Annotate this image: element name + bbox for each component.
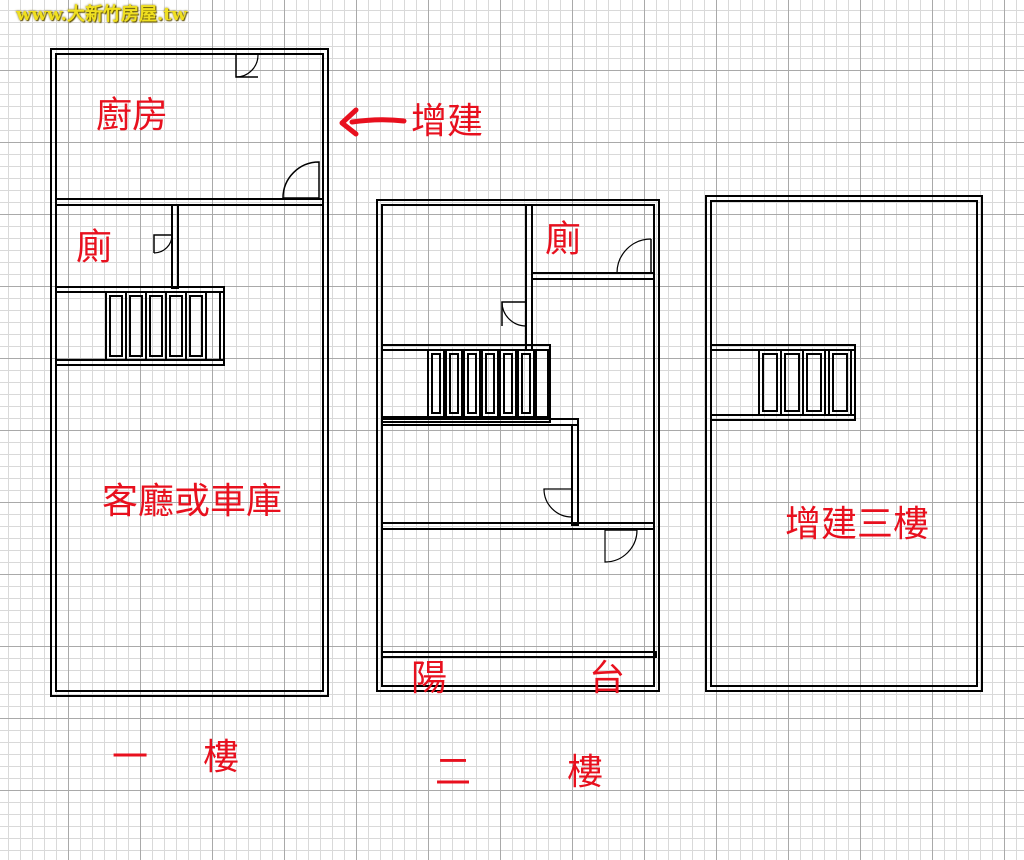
- floor-1-caption-part-b: 樓: [203, 737, 240, 778]
- floor-2-stair-box: [381, 344, 551, 423]
- floor-2-caption-part-b: 樓: [567, 752, 604, 793]
- floor-2-caption-part-a: 二: [435, 752, 472, 793]
- door-swing-icon: [153, 234, 173, 254]
- staircase-icon: [105, 291, 221, 361]
- floor-1-kitchen-partition: [55, 198, 324, 206]
- floor-2-toilet-label: 廁: [545, 219, 582, 260]
- floor-2-front-room-wall: [381, 522, 655, 530]
- door-swing-icon: [282, 161, 320, 199]
- arrow-left-icon: [339, 107, 407, 137]
- floor-2-middle-room-side-wall: [571, 424, 579, 526]
- kitchen-label: 廚房: [96, 95, 169, 136]
- floor-2-balcony-wall: [381, 651, 657, 658]
- floor-3-annex-label: 增建三樓: [785, 504, 930, 545]
- balcony-label-part-b: 台: [589, 658, 626, 699]
- floor-1-inner-wall: [55, 53, 324, 692]
- floor-3-inner-wall: [710, 200, 978, 687]
- balcony-label-part-a: 陽: [411, 658, 448, 699]
- floor-2-toilet-wall: [531, 272, 655, 280]
- door-swing-icon: [616, 238, 652, 274]
- floor-1-toilet-label: 廁: [76, 227, 113, 268]
- floor-1-plan: [50, 48, 329, 697]
- floor-2-middle-room-top-wall: [381, 418, 579, 426]
- floor-2-inner-wall: [381, 204, 655, 687]
- floor-2-plan: [376, 199, 660, 692]
- floor-3-plan: [705, 195, 983, 692]
- staircase-icon: [758, 349, 852, 416]
- annex-label: 增建: [411, 101, 484, 142]
- floor-1-stair-box: [55, 286, 225, 366]
- watermark: www.大新竹房屋.tw: [16, 4, 188, 25]
- floor-3-stair-box: [710, 344, 856, 421]
- floor-3-outer-wall: [705, 195, 983, 692]
- floor-1-caption-part-a: 一: [112, 737, 149, 778]
- staircase-icon: [427, 349, 549, 418]
- door-swing-icon: [543, 488, 573, 518]
- door-swing-icon: [235, 54, 259, 78]
- living-or-garage-label: 客廳或車庫: [102, 481, 283, 522]
- floor-1-toilet-wall: [171, 204, 179, 289]
- door-swing-icon: [501, 301, 527, 327]
- floor-1-outer-wall: [50, 48, 329, 697]
- floor-2-outer-wall: [376, 199, 660, 692]
- door-swing-icon: [604, 529, 638, 563]
